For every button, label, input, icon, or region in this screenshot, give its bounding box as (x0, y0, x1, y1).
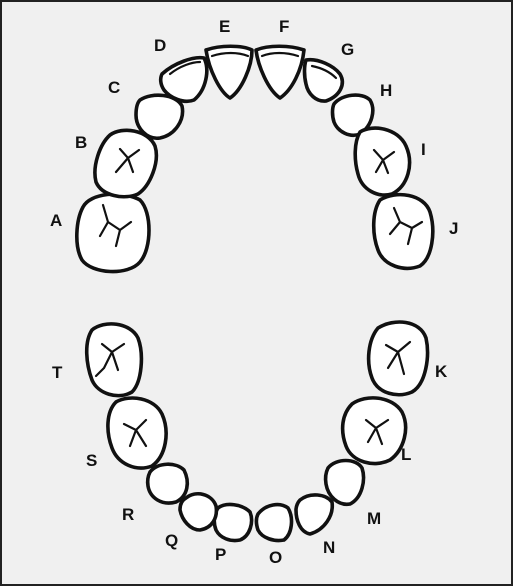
tooth-s (106, 396, 168, 470)
label-n: N (323, 538, 335, 557)
tooth-k (366, 320, 430, 397)
tooth-p (212, 502, 254, 543)
tooth-n (294, 493, 335, 536)
label-a: A (50, 211, 62, 230)
tooth-d (158, 55, 209, 104)
label-p: P (215, 545, 226, 564)
label-e: E (219, 17, 230, 36)
tooth-q (178, 492, 219, 532)
label-b: B (75, 133, 87, 152)
label-h: H (380, 81, 392, 100)
label-j: J (449, 219, 458, 238)
label-t: T (52, 363, 63, 382)
label-r: R (122, 505, 134, 524)
label-m: M (367, 509, 381, 528)
tooth-e (204, 44, 254, 100)
tooth-t (84, 322, 144, 398)
tooth-m (323, 458, 366, 507)
upper-arch (75, 44, 435, 274)
label-f: F (279, 17, 289, 36)
tooth-j (371, 192, 435, 271)
label-i: I (421, 140, 426, 159)
label-k: K (435, 362, 448, 381)
label-s: S (86, 451, 97, 470)
tooth-labels: A B C D E F G H I J K L M N O P Q R S T (50, 17, 458, 567)
tooth-l (340, 396, 408, 466)
tooth-b (93, 128, 158, 199)
tooth-f (254, 44, 306, 100)
label-l: L (401, 445, 411, 464)
label-g: G (341, 40, 354, 59)
label-o: O (269, 548, 282, 567)
lower-arch (84, 320, 430, 543)
tooth-o (254, 502, 294, 543)
label-c: C (108, 78, 120, 97)
label-q: Q (165, 531, 178, 550)
label-d: D (154, 36, 166, 55)
tooth-a (75, 192, 151, 274)
tooth-r (145, 462, 190, 505)
tooth-g (302, 57, 345, 103)
tooth-i (353, 126, 412, 197)
